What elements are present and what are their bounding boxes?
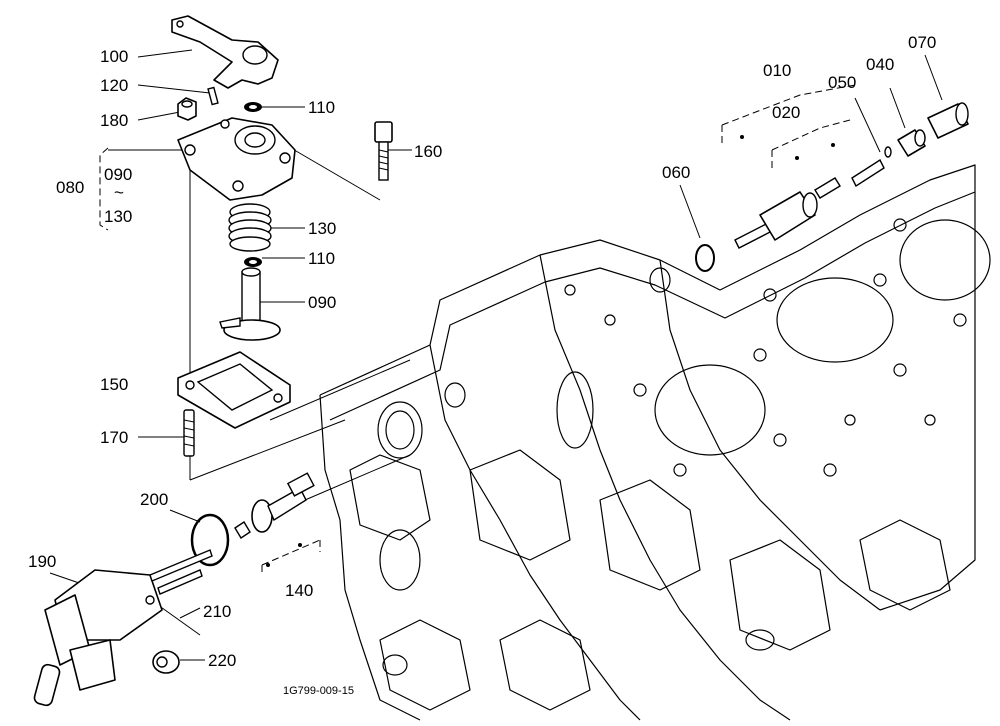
label-040: 040 (866, 55, 894, 74)
label-080: 080 (56, 178, 84, 197)
label-140: 140 (285, 581, 313, 600)
label-180: 180 (100, 111, 128, 130)
label-210: 210 (203, 602, 231, 621)
label-190: 190 (28, 552, 56, 571)
label-080-tilde: ~ (114, 183, 124, 202)
part-090-shaft[interactable] (219, 267, 281, 341)
label-220: 220 (208, 651, 236, 670)
part-010-valve-assembly[interactable] (734, 135, 818, 249)
label-150: 150 (100, 375, 128, 394)
part-200-oring[interactable] (190, 513, 230, 567)
part-130-spring[interactable] (228, 203, 272, 252)
label-200: 200 (140, 490, 168, 509)
part-170-stud[interactable] (183, 409, 195, 457)
label-010: 010 (763, 61, 791, 80)
part-060-washer[interactable] (695, 244, 715, 272)
label-170: 170 (100, 428, 128, 447)
part-110-lower-seal[interactable] (244, 257, 262, 267)
grouping-brackets (99, 84, 856, 575)
part-180-nut[interactable] (177, 97, 197, 121)
label-060: 060 (662, 163, 690, 182)
engine-block (319, 164, 991, 721)
label-070: 070 (908, 33, 936, 52)
label-110-lower: 110 (308, 249, 335, 268)
part-120-pin[interactable] (207, 86, 219, 106)
label-110-upper: 110 (308, 98, 335, 117)
leader-lines (49, 49, 943, 661)
part-080-housing[interactable] (177, 117, 296, 201)
part-220-nut[interactable] (152, 650, 180, 674)
label-080-from: 090 (104, 165, 132, 184)
part-100-lever[interactable] (171, 15, 279, 89)
label-080-to: 130 (104, 207, 132, 226)
part-190-solenoid[interactable] (33, 569, 163, 707)
part-160-bolt[interactable] (374, 121, 393, 181)
label-050: 050 (828, 73, 856, 92)
part-150-gasket[interactable] (177, 351, 291, 429)
part-labels: 100 120 110 180 160 090 080 ~ 130 130 11… (28, 33, 936, 697)
label-020: 020 (772, 103, 800, 122)
label-120: 120 (100, 76, 128, 95)
part-210-bolts[interactable] (149, 549, 213, 595)
part-140-shaft-assembly[interactable] (234, 472, 315, 567)
label-130: 130 (308, 219, 336, 238)
label-090: 090 (308, 293, 336, 312)
part-050-ring[interactable] (884, 146, 892, 158)
label-100: 100 (100, 47, 128, 66)
label-160: 160 (414, 142, 442, 161)
drawing-code: 1G799-009-15 (283, 685, 354, 697)
part-040-collar[interactable] (897, 129, 926, 157)
part-020-inner[interactable] (795, 143, 885, 199)
part-070-cap[interactable] (927, 102, 969, 139)
part-110-upper-seal[interactable] (244, 102, 262, 112)
